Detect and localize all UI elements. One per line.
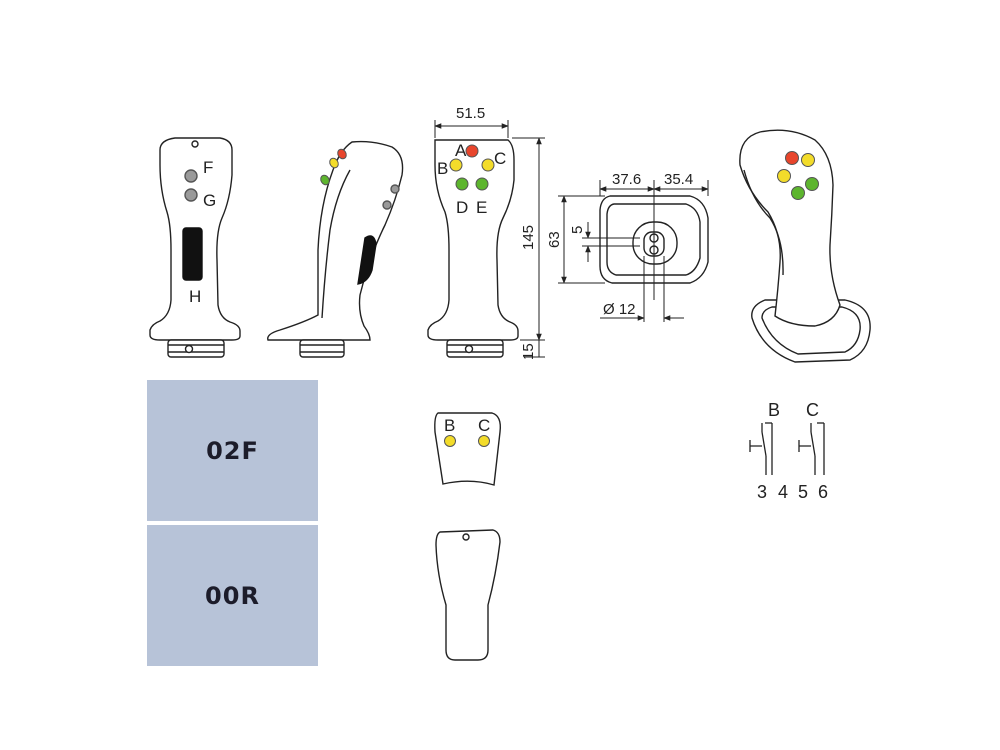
schematic-terminal-3: 3 — [757, 482, 767, 502]
rear-button-e — [475, 177, 489, 191]
base-dim-left: 37.6 — [612, 171, 641, 188]
plate-label-c: C — [478, 416, 490, 435]
schematic-label-c: C — [806, 400, 819, 420]
front-label-h: H — [189, 287, 201, 306]
rear-button-d — [455, 177, 469, 191]
rear-label-e: E — [476, 198, 487, 217]
front-base-collar — [167, 339, 225, 358]
perspective-buttons — [777, 151, 819, 200]
base-dim-height: 63 — [546, 231, 563, 248]
base-dim-slot: 5 — [569, 226, 586, 234]
rear-button-a — [465, 144, 479, 158]
schematic-terminal-6: 6 — [818, 482, 828, 502]
schematic-label-b: B — [768, 400, 780, 420]
code-box-00r: 00R — [147, 525, 318, 666]
base-dim-diameter: Ø 12 — [603, 301, 636, 318]
front-hole — [191, 140, 199, 148]
option-02f-plate — [434, 412, 502, 486]
rear-label-a: A — [455, 141, 467, 160]
switch-schematic — [749, 422, 825, 475]
plate-button-c — [478, 435, 490, 447]
side-grip-rear-curve — [321, 169, 351, 319]
rear-dim-height: 145 — [520, 225, 537, 250]
rear-label-d: D — [456, 198, 468, 217]
base-dimension-lines — [558, 180, 709, 322]
side-view-buttons — [320, 148, 347, 186]
schematic-terminal-5: 5 — [798, 482, 808, 502]
schematic-terminal-4: 4 — [778, 482, 788, 502]
rear-dim-width: 51.5 — [456, 105, 485, 122]
front-view-grip — [149, 137, 241, 358]
rear-dimension-lines — [434, 120, 545, 358]
base-dim-right: 35.4 — [664, 171, 693, 188]
front-label-g: G — [203, 191, 216, 210]
front-label-f: F — [203, 158, 213, 177]
plate-label-b: B — [444, 416, 455, 435]
plate-00r-outline — [435, 529, 501, 661]
code-label-00r: 00R — [205, 581, 260, 610]
code-label-02f: 02F — [206, 436, 259, 465]
front-display-window — [182, 227, 203, 281]
option-02f-buttons — [444, 435, 490, 447]
code-box-02f: 02F — [147, 380, 318, 521]
rear-dim-base: 15 — [520, 343, 537, 360]
rear-grip-outline — [427, 139, 519, 341]
rear-view-buttons — [449, 144, 495, 191]
side-view-grip — [267, 140, 404, 358]
plate-button-b — [444, 435, 456, 447]
front-button-f — [184, 169, 198, 183]
plate-02f-outline — [434, 412, 502, 486]
side-trigger — [357, 235, 377, 285]
rear-button-c — [481, 158, 495, 172]
rear-view-grip — [427, 139, 519, 358]
option-00r-plate — [435, 529, 501, 661]
side-grip-outline — [267, 140, 404, 341]
rear-label-c: C — [494, 149, 506, 168]
front-button-g — [184, 188, 198, 202]
rear-button-b — [449, 158, 463, 172]
rear-label-b: B — [437, 159, 448, 178]
